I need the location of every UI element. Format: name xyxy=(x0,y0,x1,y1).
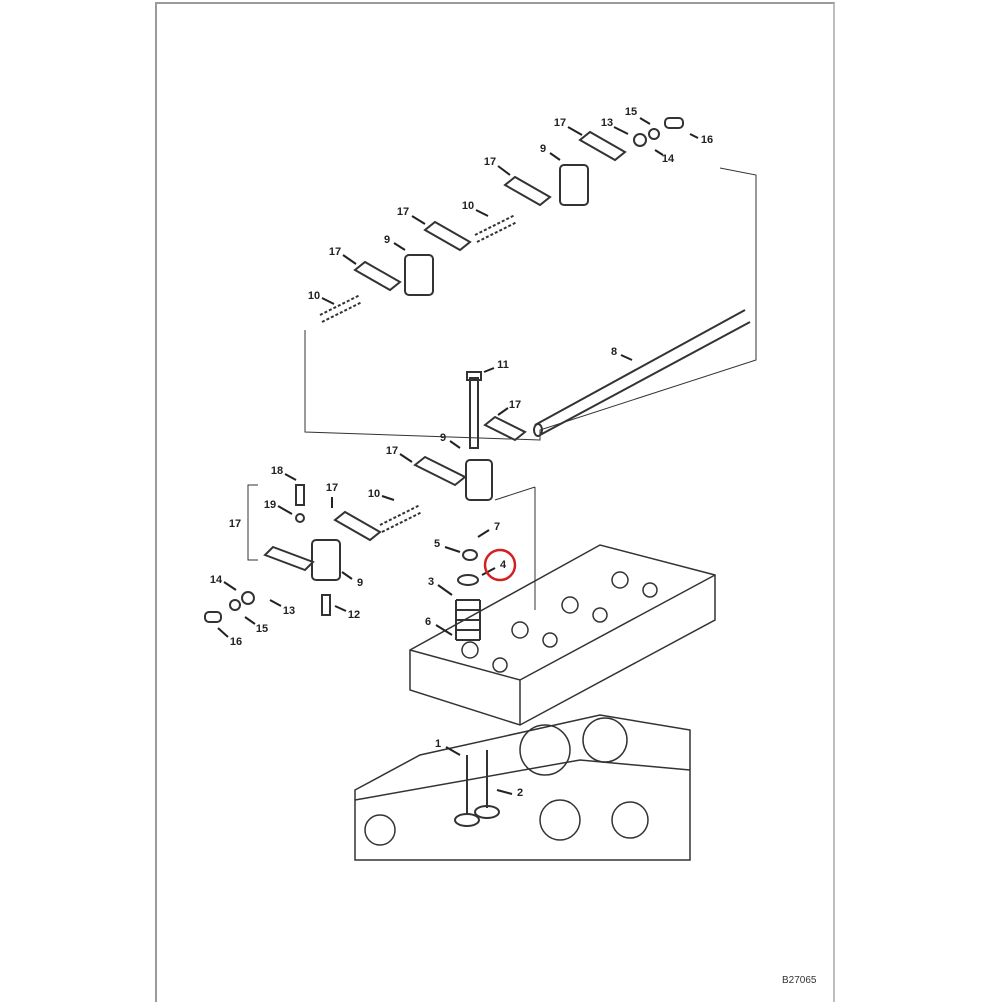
rocker-arms-lower xyxy=(204,371,527,623)
group-outline-lower xyxy=(494,486,536,501)
callout-label-19: 19 xyxy=(263,499,277,511)
callout-label-17: 17 xyxy=(553,117,567,129)
callout-label-17: 17 xyxy=(483,156,497,168)
group-outline-upper xyxy=(304,167,757,441)
callout-label-4: 4 xyxy=(499,559,507,571)
rocker-shaft xyxy=(533,309,751,437)
callout-label-1: 1 xyxy=(434,738,442,750)
valve-spring-assembly xyxy=(455,549,481,641)
callout-label-9: 9 xyxy=(356,577,364,589)
callout-label-12: 12 xyxy=(347,609,361,621)
callout-label-13: 13 xyxy=(600,117,614,129)
leader-lines xyxy=(217,117,699,795)
callout-label-11: 11 xyxy=(497,359,509,371)
cylinder-head xyxy=(409,544,716,726)
callout-label-14: 14 xyxy=(209,574,223,586)
callout-label-9: 9 xyxy=(539,143,547,155)
callout-label-17: 17 xyxy=(508,399,522,411)
callout-label-16: 16 xyxy=(229,636,243,648)
callout-label-16: 16 xyxy=(700,134,714,146)
cylinder-block xyxy=(354,714,691,861)
rocker-arms-upper xyxy=(319,117,684,323)
callout-label-6: 6 xyxy=(424,616,432,628)
callout-label-9: 9 xyxy=(439,432,447,444)
valves xyxy=(454,750,500,827)
callout-label-8: 8 xyxy=(610,346,618,358)
callout-label-10: 10 xyxy=(367,488,381,500)
callout-label-10: 10 xyxy=(461,200,475,212)
bracket-17 xyxy=(247,484,258,561)
callout-label-14: 14 xyxy=(661,153,675,165)
callout-label-7: 7 xyxy=(493,521,501,533)
drawing-frame xyxy=(155,2,835,1002)
callout-label-17: 17 xyxy=(396,206,410,218)
callout-label-17: 17 xyxy=(328,246,342,258)
callout-label-9: 9 xyxy=(383,234,391,246)
callout-label-17: 17 xyxy=(228,518,242,530)
callout-label-5: 5 xyxy=(433,538,441,550)
highlight-circle xyxy=(483,548,517,582)
callout-label-17: 17 xyxy=(325,482,339,494)
callout-label-18: 18 xyxy=(270,465,284,477)
callout-label-2: 2 xyxy=(516,787,524,799)
callout-label-17: 17 xyxy=(385,445,399,457)
callout-label-15: 15 xyxy=(255,623,269,635)
callout-label-15: 15 xyxy=(624,106,638,118)
callout-label-3: 3 xyxy=(427,576,435,588)
callout-label-13: 13 xyxy=(282,605,296,617)
reference-code: B27065 xyxy=(782,975,817,986)
callout-label-10: 10 xyxy=(307,290,321,302)
